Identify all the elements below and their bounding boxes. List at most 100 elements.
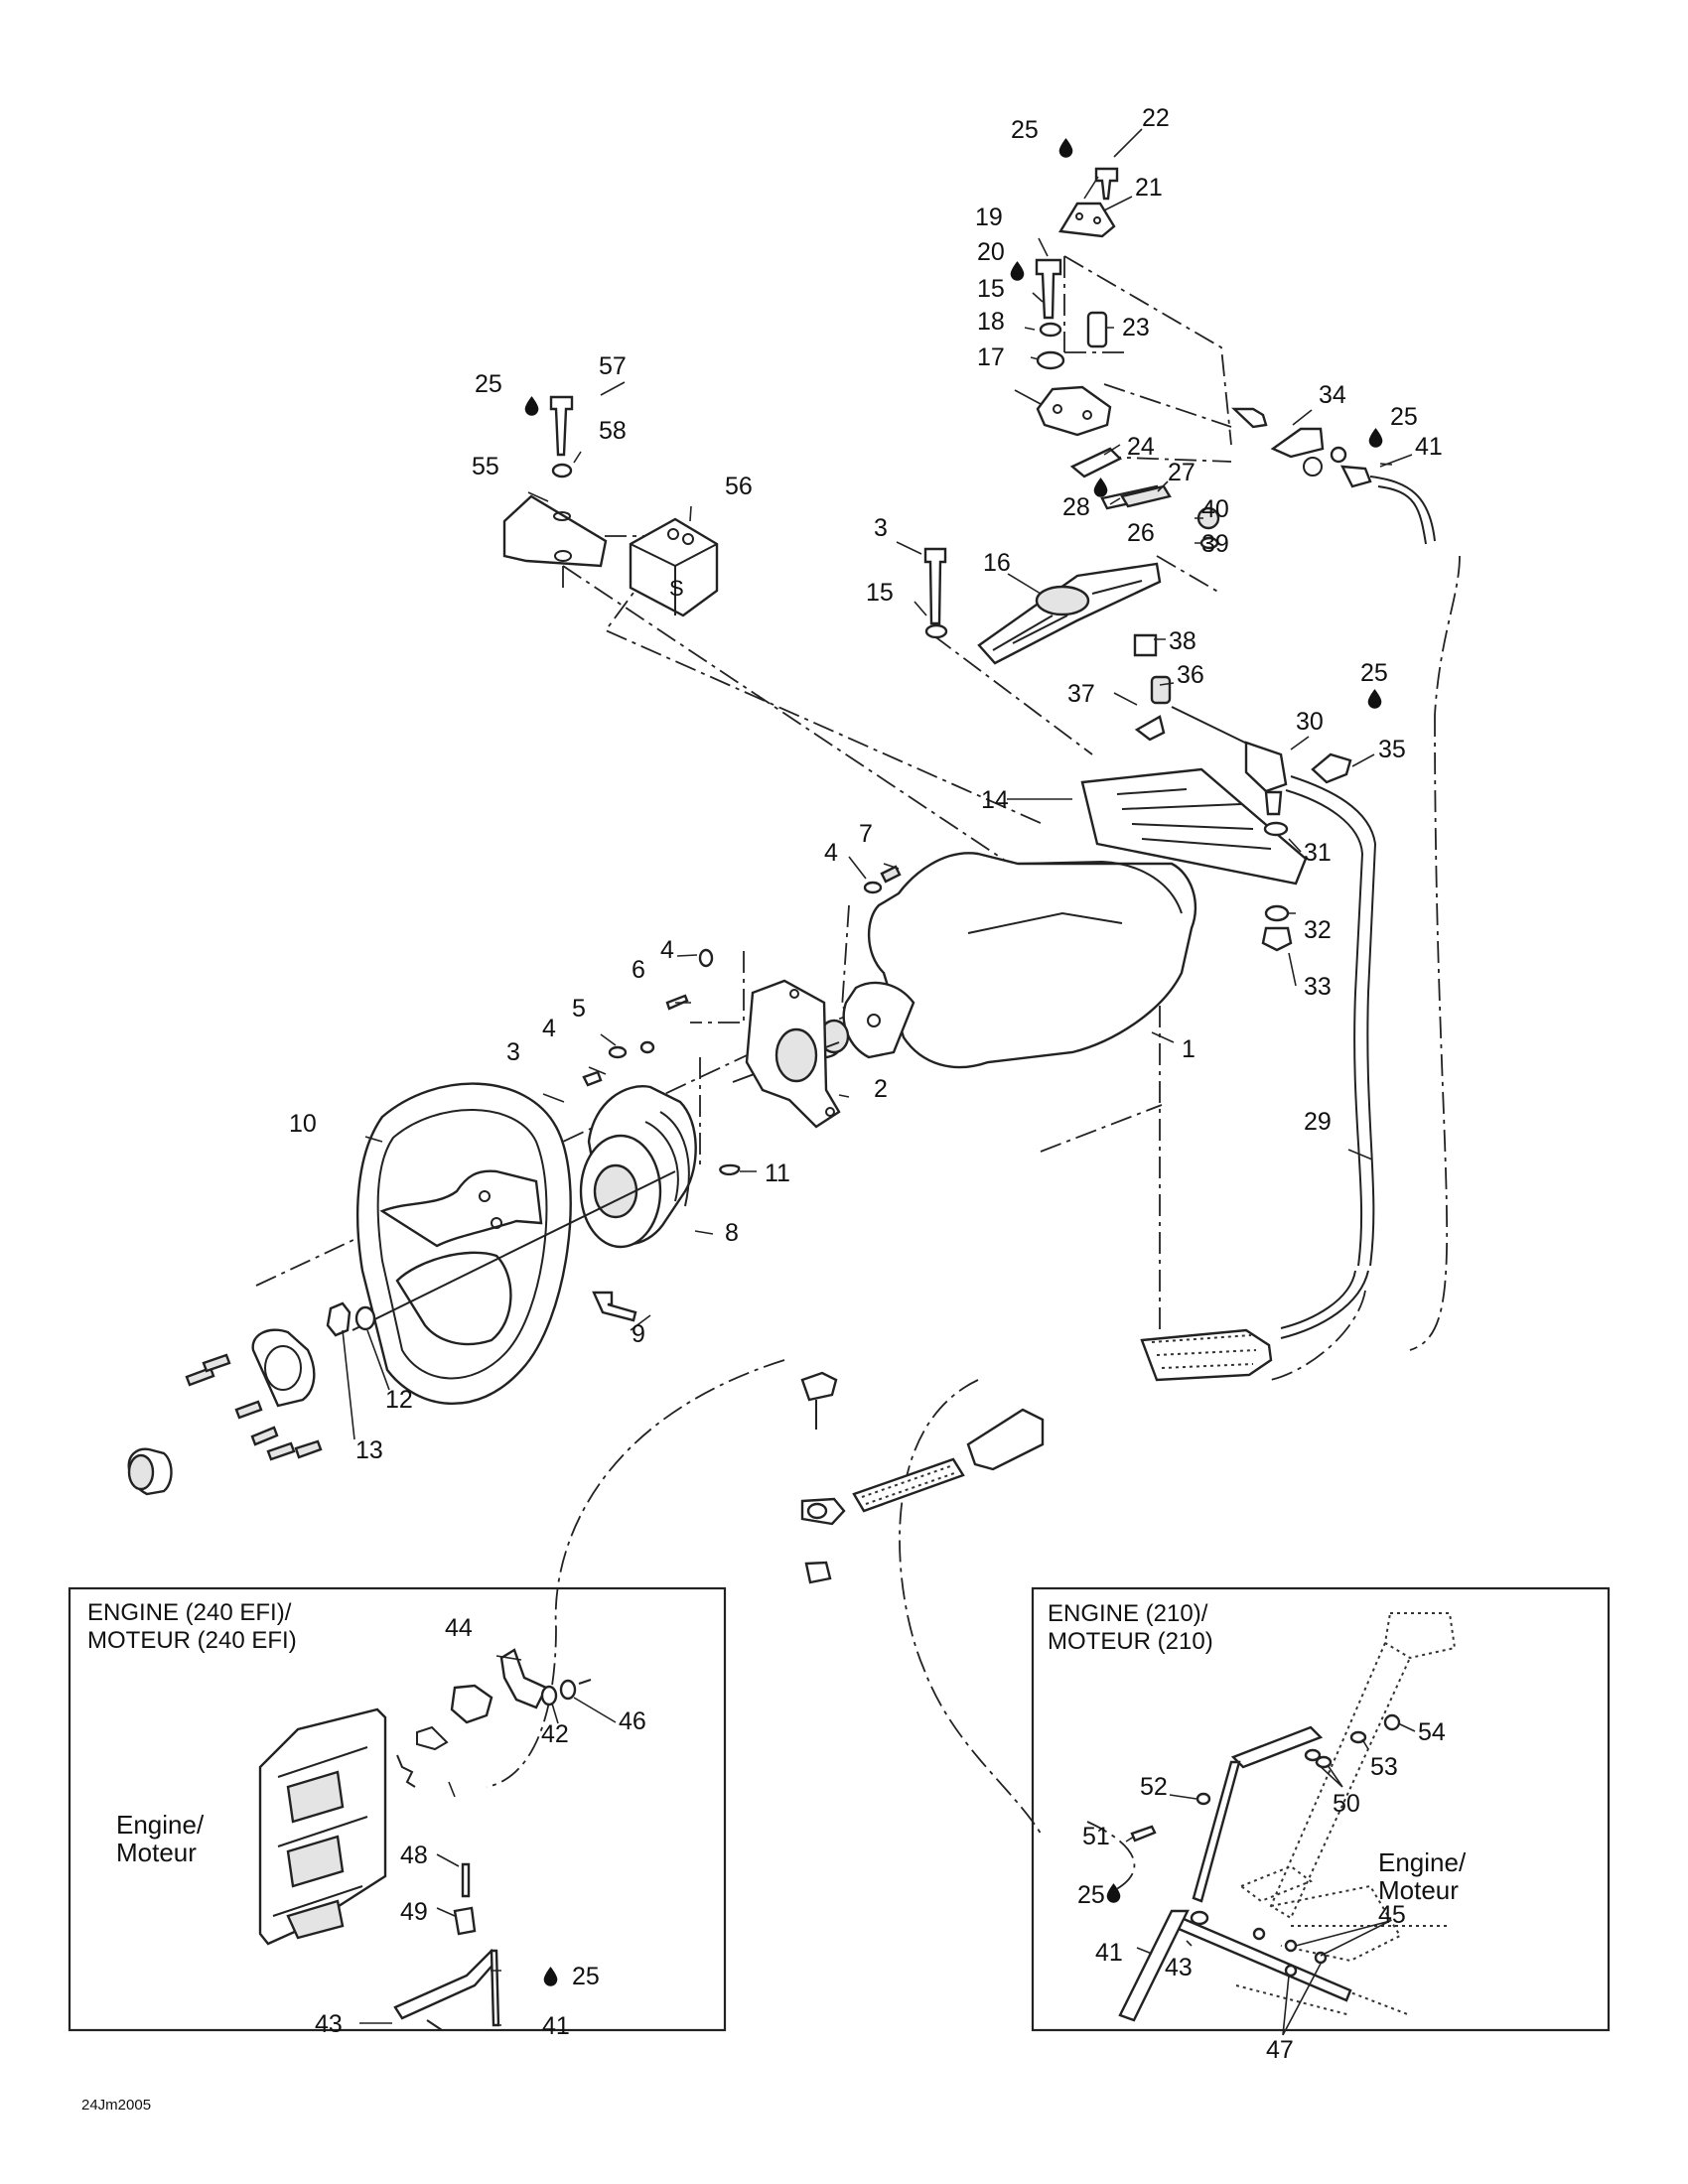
spacer-49 [453, 1906, 477, 1936]
callout-36: 36 [1177, 661, 1204, 689]
lubricant-drop-icon [1010, 261, 1025, 281]
callout-54: 54 [1418, 1718, 1446, 1746]
callout-27: 27 [1168, 459, 1196, 486]
callout-47: 47 [1266, 2036, 1294, 2064]
bolt-3-upper [923, 547, 947, 625]
spacer-23 [1086, 311, 1108, 348]
cable-bracket-43 [393, 1948, 498, 2020]
callout-15: 15 [977, 275, 1005, 303]
helm-fasteners [582, 865, 902, 1087]
callout-25: 25 [572, 1963, 600, 1990]
screw-51 [1130, 1825, 1157, 1843]
callout-13: 13 [355, 1436, 383, 1464]
callout-57: 57 [599, 352, 627, 380]
lubricant-drop-icon [524, 396, 539, 416]
nut-54 [1383, 1713, 1401, 1731]
screw-48 [461, 1862, 471, 1898]
lubricant-drop-icon [543, 1967, 558, 1986]
hub-screws [185, 1353, 323, 1461]
wheel-spoke-center [379, 1169, 543, 1248]
callout-23: 23 [1122, 314, 1150, 341]
callout-9: 9 [632, 1320, 645, 1348]
callout-29: 29 [1304, 1108, 1332, 1136]
cable-41-210 [1118, 1909, 1190, 2022]
callout-20: 20 [977, 238, 1005, 266]
fitting-30-stem [1264, 790, 1283, 816]
washer-12 [354, 1305, 376, 1331]
rod-end-bolt [800, 1371, 838, 1402]
block-assembly: S [502, 395, 719, 617]
callout-22: 22 [1142, 104, 1170, 132]
callout-12: 12 [385, 1386, 413, 1414]
linkage-rod [1192, 1760, 1241, 1903]
callout-10: 10 [289, 1110, 317, 1138]
inset-engine-240efi: ENGINE (240 EFI)/ MOTEUR (240 EFI) Engin… [68, 1586, 727, 2032]
bracket-55 [502, 494, 608, 568]
callout-48: 48 [400, 1842, 428, 1869]
callout-2: 2 [874, 1075, 888, 1103]
bolt-22 [1094, 167, 1119, 201]
cable-bellows-upper [1140, 1328, 1273, 1382]
callout-4: 4 [660, 936, 674, 964]
washer-15 [1039, 322, 1062, 338]
callout-28: 28 [1062, 493, 1090, 521]
callout-43: 43 [1165, 1954, 1193, 1981]
callout-25: 25 [1077, 1881, 1105, 1909]
hub-adapter-8-bore [593, 1163, 638, 1219]
inset-210-title-line2: MOTEUR (210) [1048, 1628, 1213, 1655]
inset-efi-engine-line2: Moteur [116, 1838, 197, 1867]
callout-56: 56 [725, 473, 753, 500]
lubricant-drop-icon [1093, 478, 1108, 497]
callout-38: 38 [1169, 627, 1196, 655]
washer-58 [551, 463, 573, 478]
inset-efi-title-line2: MOTEUR (240 EFI) [87, 1627, 297, 1654]
inset-210-engine-line2: Moteur [1378, 1875, 1459, 1905]
inset-efi-title-line1: ENGINE (240 EFI)/ [87, 1599, 292, 1626]
helm-assembly [127, 852, 1197, 1496]
washer-31 [1263, 821, 1289, 837]
callout-3: 3 [874, 514, 888, 542]
hub-plate [251, 1328, 316, 1408]
callout-42: 42 [541, 1720, 569, 1748]
callout-3: 3 [506, 1038, 520, 1066]
upper-bracket-assembly [923, 167, 1436, 665]
nut-38 [1133, 633, 1158, 657]
bracket-34 [1270, 427, 1325, 459]
callout-16: 16 [983, 549, 1011, 577]
callout-5: 5 [572, 995, 586, 1023]
plate-21 [1058, 202, 1116, 238]
callout-32: 32 [1304, 916, 1332, 944]
lubricant-drop-icon [1058, 138, 1073, 158]
clamp-24 [1069, 447, 1123, 478]
throttle-lever-44 [499, 1648, 548, 1709]
callout-43: 43 [315, 2010, 343, 2038]
callout-8: 8 [725, 1219, 739, 1247]
callout-37: 37 [1067, 680, 1095, 708]
helm-flange [842, 981, 915, 1059]
rod-end-nut [804, 1561, 832, 1584]
callout-4: 4 [824, 839, 838, 867]
bolt-57 [549, 395, 574, 457]
callout-31: 31 [1304, 839, 1332, 867]
callout-40: 40 [1201, 495, 1229, 523]
callout-24: 24 [1127, 433, 1155, 461]
throttle-body [258, 1707, 387, 1946]
clip-46 [559, 1679, 577, 1701]
callout-19: 19 [975, 204, 1003, 231]
inset-210-engine-line1: Engine/ [1378, 1847, 1467, 1877]
callout-14: 14 [981, 786, 1009, 814]
callout-58: 58 [599, 417, 627, 445]
washer-18 [1036, 350, 1065, 370]
bolt-19 [1035, 258, 1062, 320]
base-16-boss [1035, 585, 1090, 616]
fitting-37 [1134, 715, 1166, 742]
callout-15: 15 [866, 579, 894, 607]
lubricant-drop-icon [1106, 1883, 1121, 1903]
nut-35 [1311, 752, 1352, 784]
washer-50a [1304, 1748, 1322, 1762]
washer-52 [1196, 1792, 1211, 1806]
lubricant-drop-icon [1368, 428, 1383, 448]
bolt-9 [592, 1291, 637, 1322]
inset-210-frame [1031, 1586, 1611, 2032]
